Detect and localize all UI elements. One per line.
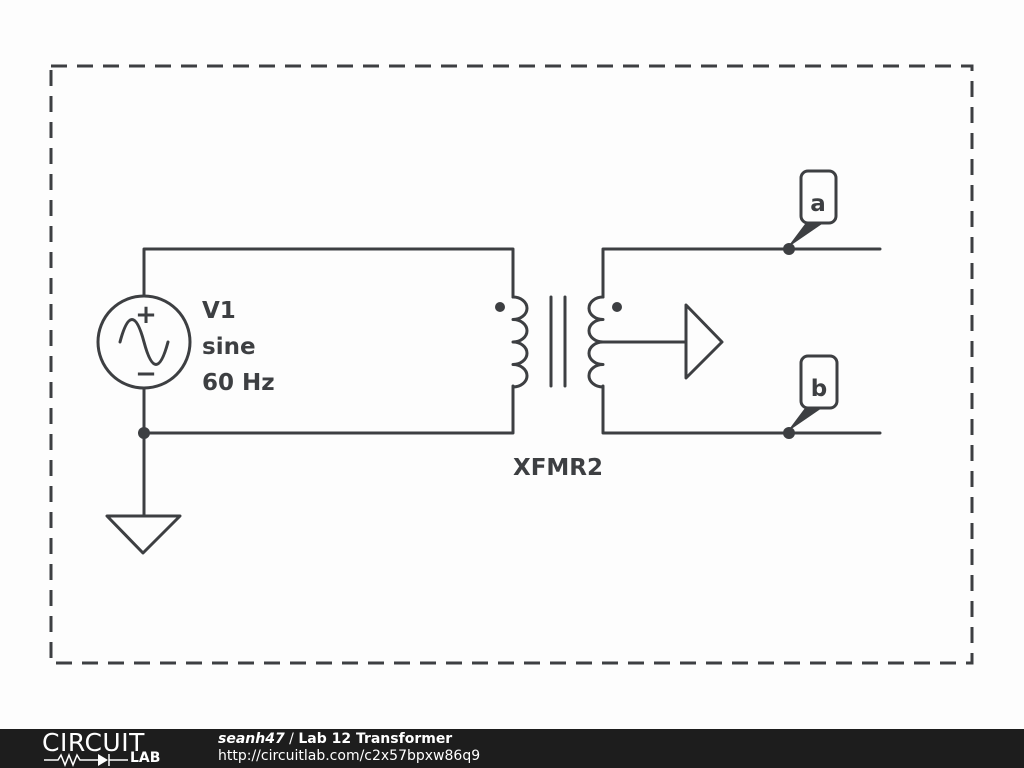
circuit-title[interactable]: Lab 12 Transformer [298,731,453,747]
wire-primary-bottom [142,384,515,435]
footer-bar: CIRCUIT LAB seanh47 / Lab 12 Transformer… [0,729,1024,768]
dashed-border [49,64,974,665]
resistor-diode-icon [44,752,128,767]
node-a-text: a [810,191,826,217]
node-b-text: b [811,376,827,402]
circuit-url[interactable]: http://circuitlab.com/c2x57bpxw86q9 [218,748,481,764]
source-frequency: 60 Hz [202,370,275,396]
source-minus-sign: − [135,359,157,389]
primary-coil [511,295,529,389]
node-label-a[interactable]: a [783,169,838,255]
logo-bottom-text: LAB [130,750,161,766]
source-circle [96,294,192,390]
ground-icon [105,514,182,555]
node-a-pointer [787,224,822,248]
node-b-tag [799,354,839,410]
author-link[interactable]: seanh47 [218,731,285,747]
primary-polarity-dot [495,302,505,312]
sine-wave-icon [118,318,170,366]
circuitlab-logo[interactable]: CIRCUIT LAB [42,729,182,768]
junction-dot [138,427,150,439]
secondary-coil [587,295,605,389]
node-a-dot [783,243,795,255]
wire-secondary-top [601,247,882,299]
source-waveform: sine [202,334,256,360]
source-plus-sign: + [135,300,157,330]
circuit-meta: seanh47 / Lab 12 Transformer http://circ… [218,731,480,765]
node-b-pointer [787,408,822,432]
node-label-b[interactable]: b [783,354,839,439]
source-name: V1 [202,298,236,324]
title-separator: / [284,731,299,747]
reference-arrow-icon [684,303,724,380]
schematic-canvas: + − V1 sine 60 Hz XFMR2 a b [49,64,974,665]
voltage-source-v1[interactable]: + − [96,294,192,390]
node-b-dot [783,427,795,439]
wire-primary-top [142,247,515,299]
circuit-title-line: seanh47 / Lab 12 Transformer [218,731,480,748]
transformer-name: XFMR2 [513,455,603,481]
node-a-tag [799,169,838,225]
secondary-polarity-dot [612,302,622,312]
logo-top-text: CIRCUIT [42,728,145,757]
transformer-xfmr2[interactable] [495,295,622,389]
